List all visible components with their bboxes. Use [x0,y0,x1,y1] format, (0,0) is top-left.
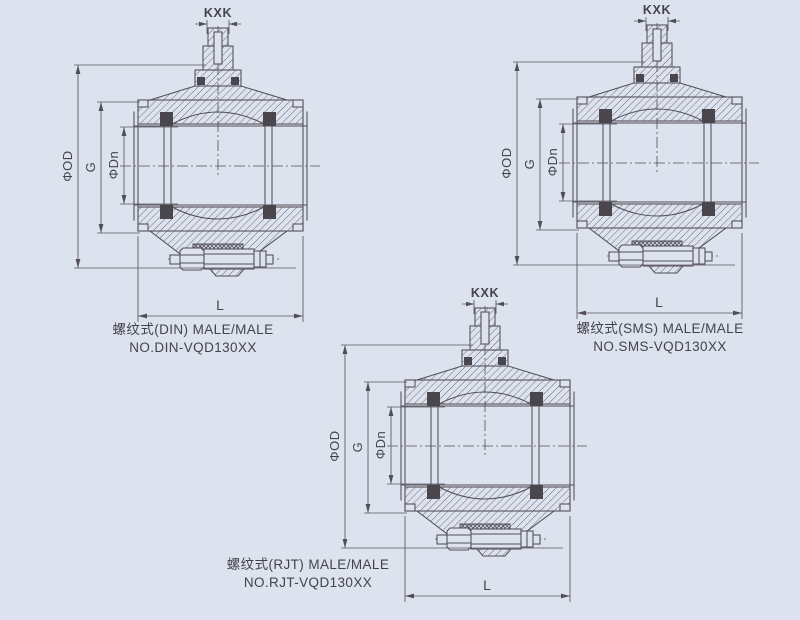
caption-din: 螺纹式(DIN) MALE/MALE NO.DIN-VQD130XX [43,321,343,356]
stem-dim-label: KXK [643,3,671,17]
caption-type-line: 螺纹式(SMS) MALE/MALE [576,321,744,336]
caption-type-line: 螺纹式(RJT) MALE/MALE [226,557,390,572]
dim-label-union-diameter: G [522,159,537,170]
dim-label-union-diameter: G [350,442,365,453]
caption-sms: 螺纹式(SMS) MALE/MALE NO.SMS-VQD130XX [510,320,800,355]
dim-label-union-diameter: G [83,162,98,173]
caption-model-line: NO.SMS-VQD130XX [593,338,727,354]
dim-label-length: L [216,297,224,313]
caption-type-line: 螺纹式(DIN) MALE/MALE [112,322,274,337]
caption-model-line: NO.RJT-VQD130XX [243,574,373,590]
dim-label-length: L [655,294,663,310]
stem-dim-label: KXK [204,6,232,20]
valve-drawing-din: KXK ΦOD G ΦDn L [60,6,321,323]
caption-model-line: NO.DIN-VQD130XX [129,339,257,355]
dim-label-nominal-diameter: ΦDn [373,431,388,460]
dim-label-nominal-diameter: ΦDn [106,151,121,180]
dim-label-length: L [483,577,491,593]
dim-label-nominal-diameter: ΦDn [545,148,560,177]
valve-drawing-rjt: KXK ΦOD G ΦDn L [327,286,588,603]
dim-label-outer-diameter: ΦOD [60,150,75,181]
stem-dim-label: KXK [471,286,499,300]
dim-label-outer-diameter: ΦOD [499,147,514,178]
caption-rjt: 螺纹式(RJT) MALE/MALE NO.RJT-VQD130XX [158,556,458,591]
dim-label-outer-diameter: ΦOD [327,430,342,461]
valve-drawing-sms: KXK ΦOD G ΦDn L [499,3,760,320]
